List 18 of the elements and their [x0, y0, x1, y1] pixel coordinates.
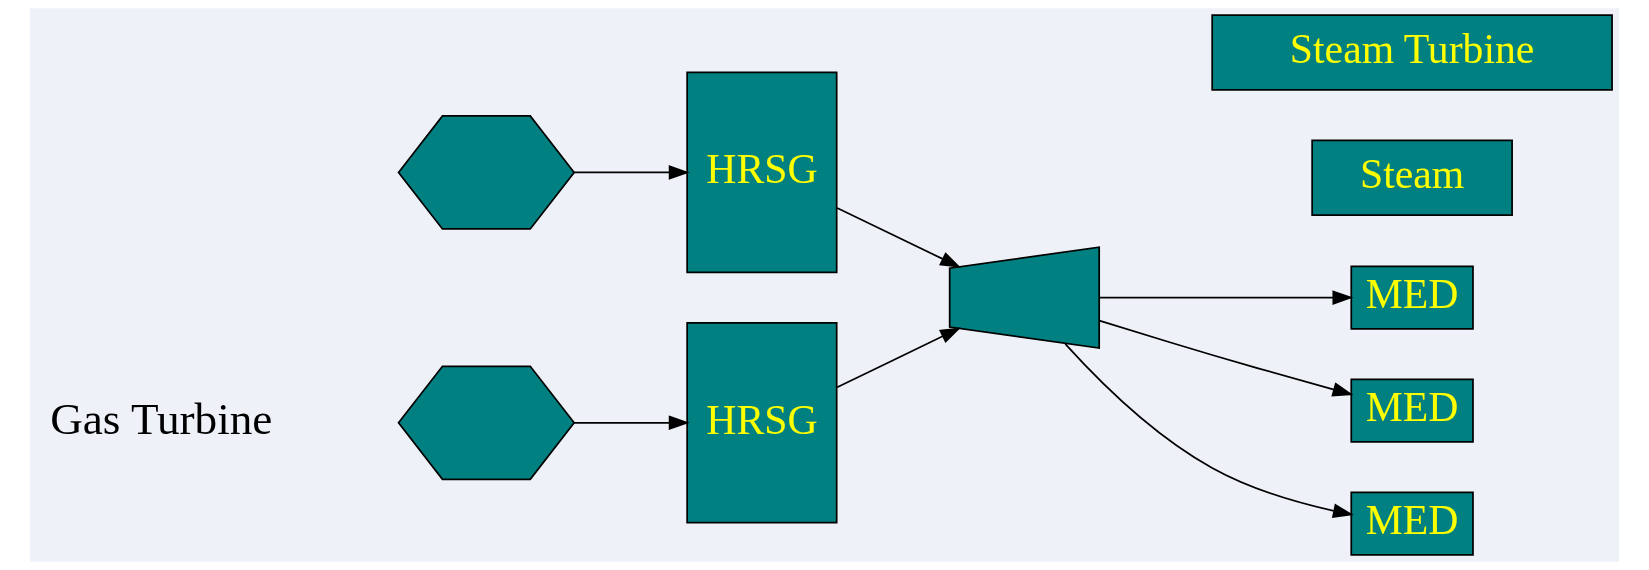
node-box: MED — [1350, 491, 1474, 556]
node-box: Steam Turbine — [1211, 14, 1613, 91]
node-box: HRSG — [686, 321, 838, 524]
node-trapezoid — [948, 246, 1101, 350]
arrow — [836, 207, 962, 268]
arrow — [836, 327, 962, 389]
node-box: MED — [1350, 265, 1474, 330]
arrow — [1064, 343, 1354, 518]
arrow — [1098, 290, 1354, 305]
label: Gas Turbine — [50, 393, 273, 444]
arrow — [573, 415, 690, 431]
arrow — [1098, 319, 1354, 397]
node-box: Steam — [1311, 139, 1513, 216]
node-picture — [397, 115, 576, 230]
node-picture — [397, 365, 576, 481]
arrow — [573, 165, 690, 180]
node-box: MED — [1350, 378, 1474, 443]
node-box: HRSG — [686, 71, 838, 274]
